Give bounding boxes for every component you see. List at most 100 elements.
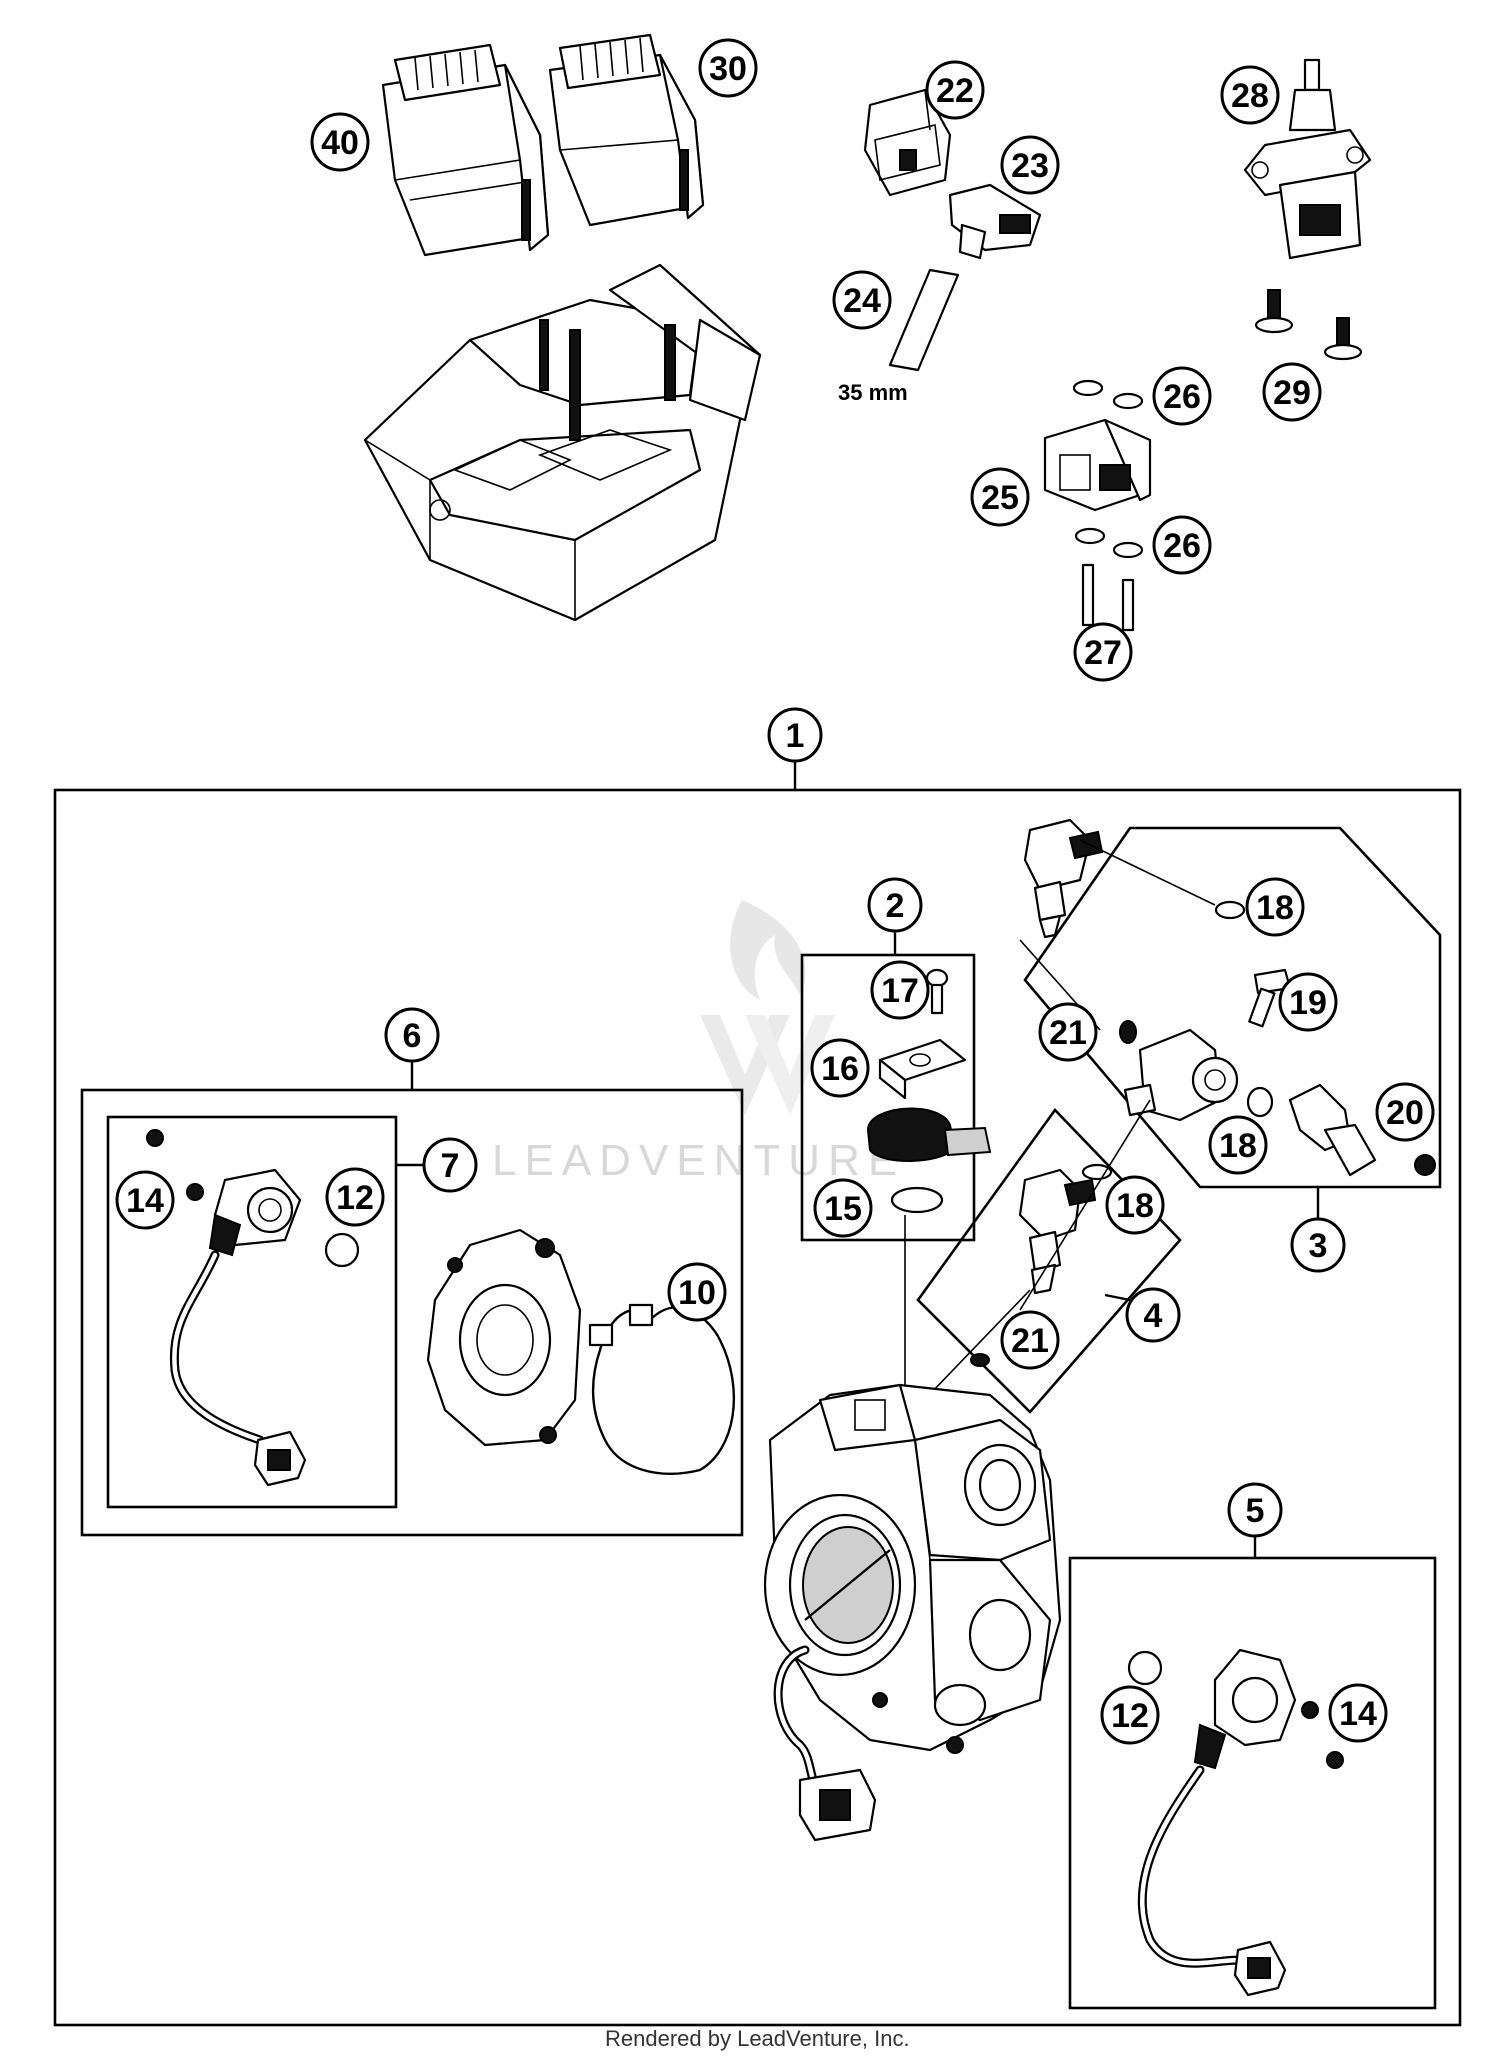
callout-number: 14: [1339, 1695, 1377, 1733]
part-26-washers-bottom: [1074, 527, 1144, 559]
callout-number: 25: [981, 479, 1019, 517]
part-23-sensor: [948, 183, 1042, 260]
hose-length-label: 35 mm: [838, 380, 908, 405]
callout-number: 5: [1246, 1492, 1265, 1530]
part-12-ring-right: [1127, 1650, 1163, 1686]
part-7-sensor-cable: [169, 1250, 265, 1445]
part-5-sensor-plug: [1233, 1940, 1287, 1997]
group-2-frame: [800, 953, 976, 1242]
callout-circle: [115, 1170, 175, 1230]
callout-circle: [832, 270, 892, 330]
callout-1: 1: [767, 707, 823, 763]
callout-circle: [1208, 1115, 1268, 1175]
part-26-washers-top: [1072, 379, 1144, 410]
callout-number: 26: [1163, 378, 1201, 416]
callout-21: 21: [1000, 1310, 1060, 1370]
callout-number: 23: [1011, 147, 1049, 185]
assembly-1-frame: [53, 788, 1462, 2027]
part-6-sensor-housing: [426, 1228, 582, 1447]
part-4-fuel-injector: [970, 1163, 1113, 1367]
callout-25: 25: [970, 467, 1030, 527]
callout-number: 29: [1273, 374, 1311, 412]
part-5-throttle-position-sensor: [1193, 1648, 1344, 1770]
callout-circle: [867, 877, 923, 933]
callout-number: 7: [441, 1147, 460, 1185]
part-fuel-injector-top: [1019, 818, 1104, 1031]
callout-circle: [1262, 362, 1322, 422]
callout-26: 26: [1152, 366, 1212, 426]
callout-3: 3: [1290, 1217, 1346, 1273]
callout-number: 24: [843, 282, 881, 320]
group-4-frame: [916, 1107, 1182, 1414]
callout-circle: [1125, 1287, 1181, 1343]
callout-17: 17: [870, 960, 930, 1020]
callout-number: 21: [1011, 1322, 1049, 1360]
part-5-sensor-cable: [1137, 1765, 1245, 1968]
part-10-gasket-tabs: [588, 1303, 654, 1347]
callout-number: 1: [786, 717, 805, 755]
callout-number: 6: [403, 1017, 422, 1055]
callout-circle: [1000, 1310, 1060, 1370]
part-40-ecu-unit: [381, 43, 550, 257]
callout-24: 24: [832, 270, 892, 330]
part-22-connector: [863, 88, 952, 197]
part-27-bolts: [1081, 563, 1135, 632]
part-29-screws: [1254, 289, 1363, 361]
part-18-seal-top: [1214, 900, 1246, 920]
callout-28: 28: [1220, 65, 1280, 125]
callout-number: 14: [126, 1182, 164, 1220]
callout-number: 12: [1111, 1697, 1149, 1735]
callout-circle: [870, 960, 930, 1020]
callout-circle: [310, 112, 370, 172]
callout-number: 26: [1163, 527, 1201, 565]
callout-30: 30: [698, 38, 758, 98]
callout-number: 30: [709, 50, 747, 88]
callout-number: 18: [1256, 889, 1294, 927]
watermark-text: LEADVENTURE: [492, 1136, 905, 1185]
callout-29: 29: [1262, 362, 1322, 422]
callout-circle: [1038, 1002, 1098, 1062]
callout-12: 12: [325, 1167, 385, 1227]
callout-circle: [1278, 972, 1338, 1032]
group-7-frame: [106, 1115, 398, 1509]
callout-15: 15: [813, 1178, 873, 1238]
callout-4: 4: [1125, 1287, 1181, 1343]
callout-18: 18: [1245, 877, 1305, 937]
callout-circle: [1000, 135, 1060, 195]
callout-number: 2: [886, 887, 905, 925]
callout-circle: [810, 1038, 870, 1098]
callout-number: 15: [824, 1190, 862, 1228]
callout-circle: [767, 707, 823, 763]
callout-circle: [1100, 1685, 1160, 1745]
callout-23: 23: [1000, 135, 1060, 195]
callout-14: 14: [1328, 1683, 1388, 1743]
part-12-ring-left: [324, 1232, 360, 1268]
part-24-hose: [888, 268, 960, 372]
callout-number: 18: [1219, 1127, 1257, 1165]
callout-number: 16: [821, 1050, 859, 1088]
callout-7: 7: [422, 1137, 478, 1193]
callout-number: 28: [1231, 77, 1269, 115]
callout-20: 20: [1375, 1082, 1435, 1142]
callout-12: 12: [1100, 1685, 1160, 1745]
callout-circle: [970, 467, 1030, 527]
ecu-tray: [363, 263, 762, 622]
callout-circle: [667, 1262, 727, 1322]
callout-circle: [1227, 1482, 1283, 1538]
part-20-regulator: [1288, 1083, 1436, 1177]
callout-circle: [813, 1178, 873, 1238]
callout-21: 21: [1038, 1002, 1098, 1062]
callout-circle: [1152, 366, 1212, 426]
callout-circle: [1375, 1082, 1435, 1142]
part-3-fuel-rail: [1123, 1028, 1239, 1122]
callout-circle: [422, 1137, 478, 1193]
part-16-bracket: [878, 1038, 967, 1100]
part-18-ring-mid: [1246, 1086, 1274, 1118]
callout-number: 22: [936, 72, 974, 110]
callout-circle: [1328, 1683, 1388, 1743]
callout-number: 12: [336, 1179, 374, 1217]
callout-number: 3: [1309, 1227, 1328, 1265]
part-21-seal-top: [1119, 1020, 1137, 1044]
part-10-gasket: [591, 1306, 736, 1475]
